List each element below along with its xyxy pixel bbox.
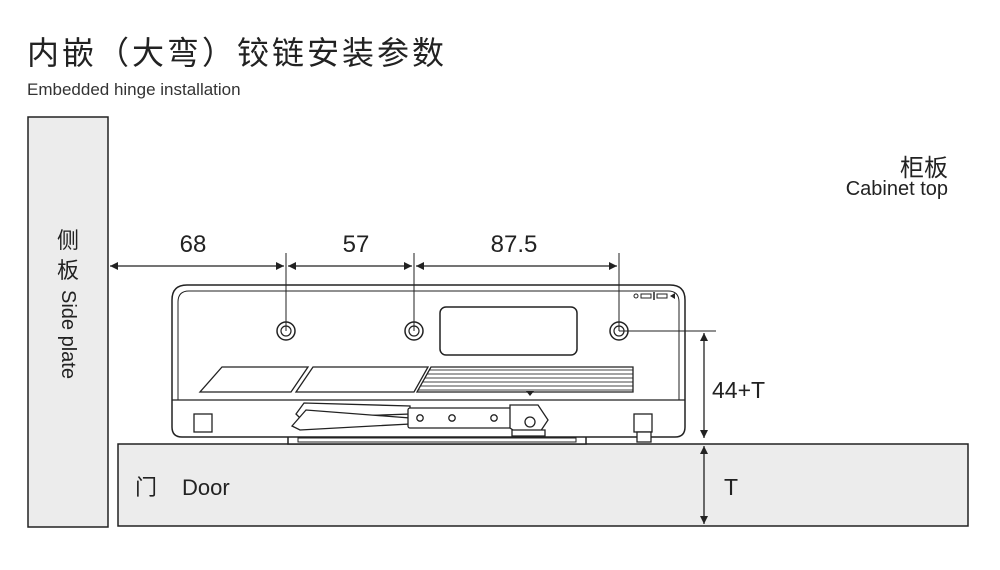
hinge-housing-inner: [177, 290, 680, 401]
title-chinese: 内嵌（大弯）铰链安装参数: [27, 34, 448, 72]
dimension-label-68: 68: [180, 231, 207, 258]
dimension-label-height: 44+T: [712, 377, 765, 403]
hinge-linkage-arms: [290, 402, 549, 437]
cabinet-top-label-chinese: 柜板: [900, 154, 948, 182]
door-label-english: Door: [182, 475, 230, 500]
hinge-foot-left: [193, 413, 213, 433]
hinge-vent-right: [415, 366, 634, 393]
hinge-adjustment-marks: [633, 292, 675, 300]
hinge-window: [439, 306, 578, 356]
hinge-arrow-mark: [526, 391, 534, 396]
side-plate-label-english: Side plate: [57, 290, 79, 379]
extension-lines: [285, 253, 716, 332]
side-plate-label-zh-1: 侧: [57, 228, 79, 253]
dimension-label-thickness: T: [724, 474, 738, 500]
dimension-label-87-5: 87.5: [491, 231, 538, 258]
door-label-chinese: 门: [135, 475, 157, 500]
dimension-label-57: 57: [343, 231, 370, 258]
hinge-vent-left: [198, 366, 310, 393]
side-plate-label-zh-2: 板: [57, 258, 79, 283]
hinge-foot-right: [633, 413, 653, 433]
cabinet-top-label-english: Cabinet top: [845, 178, 948, 200]
title-english: Embedded hinge installation: [27, 80, 241, 99]
side-plate: [27, 116, 109, 528]
door-panel: [117, 443, 969, 527]
hinge-base-plate-inner: [297, 437, 577, 443]
hinge-drawing: [171, 284, 686, 445]
hinge-vent-middle: [294, 366, 430, 393]
hinge-foot-right-peg: [636, 431, 652, 443]
